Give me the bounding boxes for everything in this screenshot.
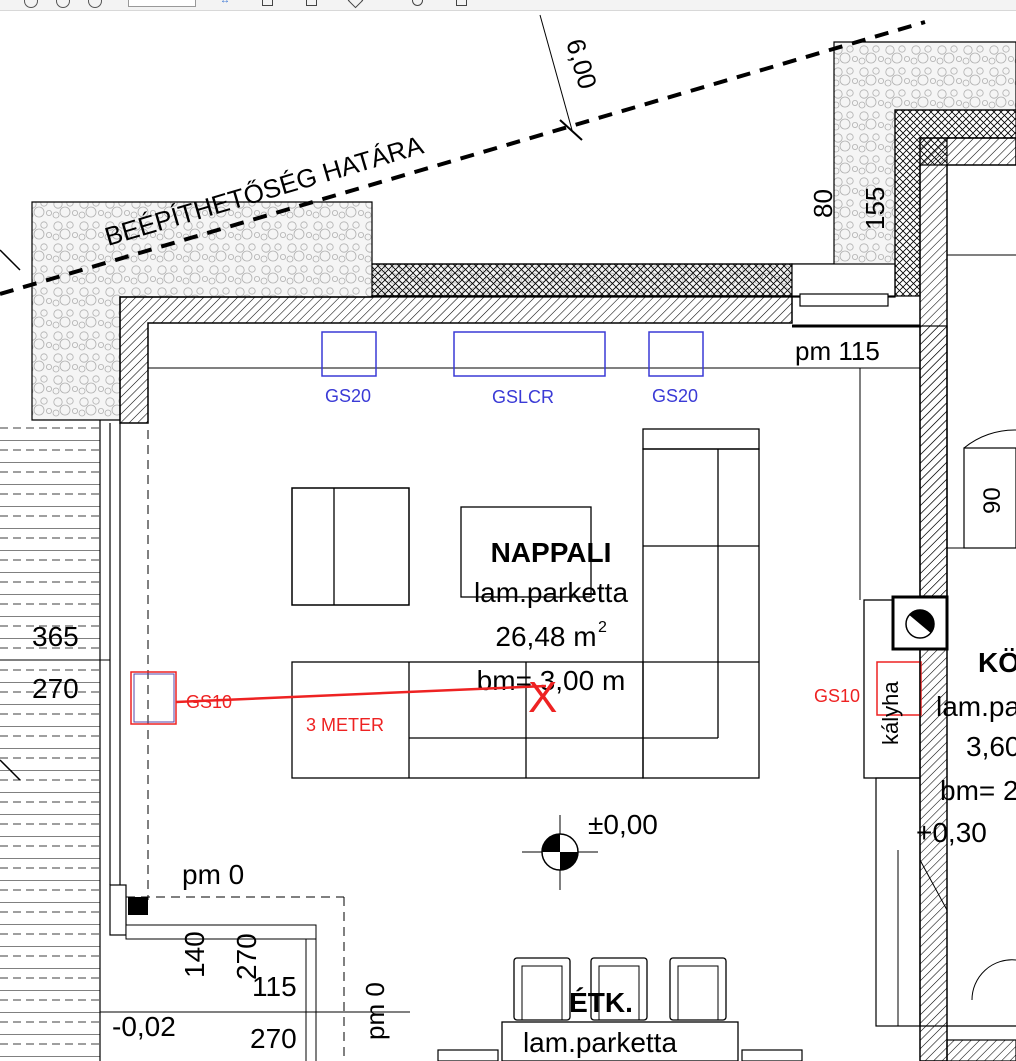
room-height: bm= 3,00 m <box>477 665 626 696</box>
three-meter-label: 3 METER <box>306 715 384 735</box>
fit-width-icon[interactable]: ↔ <box>220 0 230 6</box>
dim-270-vert: 270 <box>231 933 262 980</box>
furniture <box>291 428 760 779</box>
walls <box>119 109 1016 1061</box>
room-label-nappali: NAPPALI lam.parketta 26,48 m 2 bm= 3,00 … <box>474 537 628 696</box>
dim-90: 90 <box>979 487 1006 514</box>
left-dimensions: 365 270 <box>0 249 110 781</box>
gslcr-box[interactable] <box>453 331 606 377</box>
room2-floor: lam.pa <box>936 691 1016 722</box>
gslcr-label: GSLCR <box>492 387 554 407</box>
bottom-left-area: pm 0 140 270 115 pm 0 -0,02 270 <box>100 859 410 1061</box>
page-icon[interactable] <box>262 0 273 6</box>
coffee-table <box>460 506 592 598</box>
left-glass-wall <box>109 423 149 936</box>
room-area-sup: 2 <box>598 619 607 636</box>
dim-115: 115 <box>252 971 297 1002</box>
armchair <box>291 487 410 606</box>
room-floor: lam.parketta <box>474 577 628 608</box>
room3-name: ÉTK. <box>569 987 633 1018</box>
corner-sofa <box>642 448 760 779</box>
stove-label: kályha <box>878 681 903 745</box>
pm0-vertical: pm 0 <box>360 982 390 1040</box>
room-area: 26,48 m <box>495 621 596 652</box>
room2-area: 3,60 <box>966 731 1016 762</box>
room2-height: bm= 2 <box>940 775 1016 806</box>
gs20-right-label: GS20 <box>652 386 698 406</box>
copy-icon[interactable] <box>306 0 317 6</box>
gs10-right-label: GS10 <box>814 686 860 706</box>
room3-floor: lam.parketta <box>523 1027 677 1058</box>
room-name: NAPPALI <box>491 537 612 568</box>
zoom-input[interactable] <box>128 0 196 7</box>
dim-80: 80 <box>808 189 838 218</box>
dim-155: 155 <box>860 187 890 230</box>
right-room: 90 KÖ lam.pa 3,60 bm= 2 +0,30 <box>875 254 1016 1061</box>
sofa-bottom <box>291 661 644 779</box>
boundary-distance: 6,00 <box>560 35 603 92</box>
dim-140: 140 <box>179 931 210 978</box>
room2-name: KÖ <box>978 647 1016 678</box>
level-minus002: -0,02 <box>112 1011 176 1042</box>
gs10-left-label: GS10 <box>186 692 232 712</box>
red-markups: GS10 3 METER X GS10 <box>130 661 922 735</box>
gs20-left-box[interactable] <box>321 331 377 377</box>
highlight-icon[interactable] <box>456 0 467 6</box>
dining-area: ÉTK. lam.parketta <box>437 957 803 1061</box>
level-marker: ±0,00 <box>522 809 658 890</box>
left-terrace-steps <box>0 420 101 1061</box>
dim-365: 365 <box>32 621 79 652</box>
red-x-mark[interactable]: X <box>528 673 557 722</box>
dim-270-bottom: 270 <box>250 1023 297 1054</box>
toolbar: ↔ <box>0 0 1016 11</box>
measure-line[interactable] <box>175 684 547 704</box>
pm115-label: pm 115 <box>795 336 880 366</box>
gs10-right-box[interactable] <box>876 661 922 716</box>
gs20-left-label: GS20 <box>325 386 371 406</box>
building-boundary-line: BEÉPÍTHETŐSÉG HATÁRA 6,00 <box>0 14 926 296</box>
gs10-left-box[interactable] <box>130 671 177 725</box>
dim-270-left: 270 <box>32 673 79 704</box>
blue-markups: GS20 GSLCR GS20 <box>321 331 704 407</box>
level-plus030: +0,30 <box>916 817 987 848</box>
pm0-label: pm 0 <box>182 859 244 890</box>
level-000: ±0,00 <box>588 809 658 840</box>
gs20-right-box[interactable] <box>648 331 704 377</box>
